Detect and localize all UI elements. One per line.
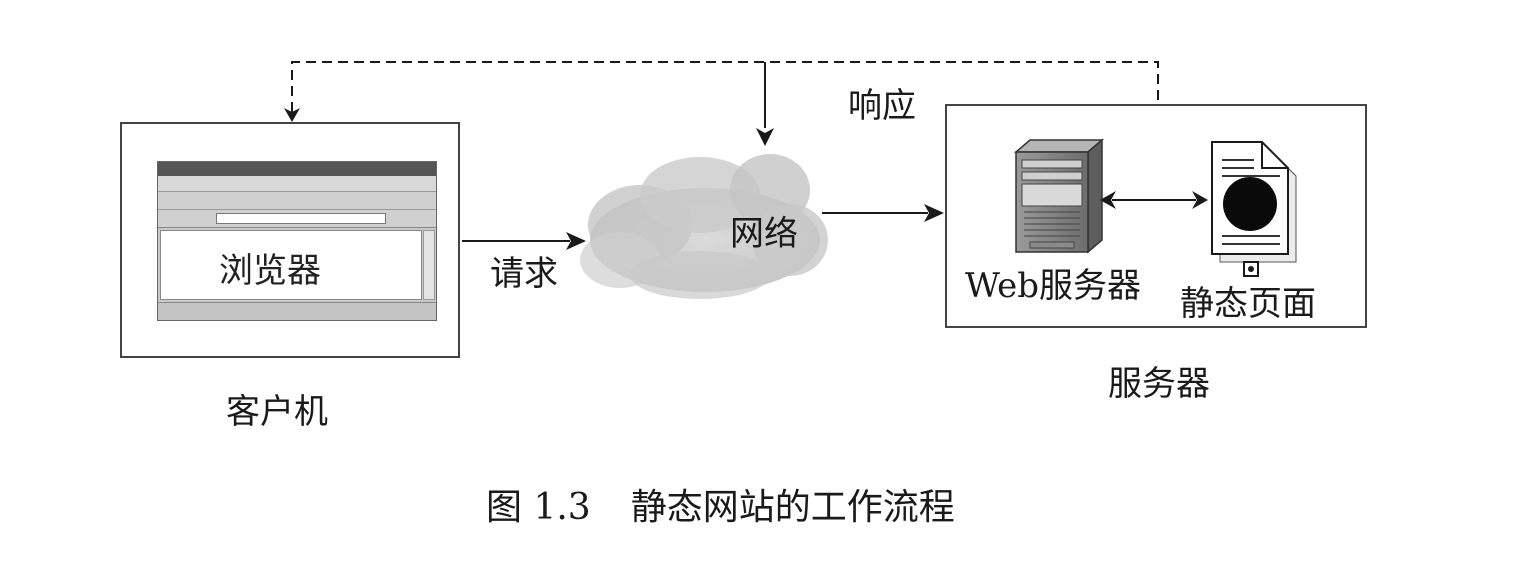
browser-label: 浏览器 xyxy=(219,251,321,291)
server-label: 服务器 xyxy=(1108,364,1210,404)
browser-statusbar xyxy=(158,302,436,320)
browser-addressbar xyxy=(158,210,436,228)
figure-title: 静态网站的工作流程 xyxy=(630,487,955,528)
request-arrow xyxy=(462,232,586,250)
server-page-double-arrow xyxy=(1100,191,1208,209)
web-server-label: Web服务器 xyxy=(965,266,1142,306)
browser-content-area xyxy=(160,230,422,300)
client-label: 客户机 xyxy=(226,392,328,432)
cloud-icon xyxy=(580,154,828,299)
response-arrow-into-network xyxy=(756,62,774,146)
network-label: 网络 xyxy=(730,214,798,254)
browser-scrollbar xyxy=(423,230,435,300)
browser-toolbar xyxy=(158,192,436,210)
figure-number: 图 1.3 xyxy=(486,487,591,528)
server-tower-icon xyxy=(1013,138,1105,254)
static-page-label: 静态页面 xyxy=(1180,284,1316,324)
network-to-server-arrow xyxy=(822,204,944,222)
response-dashed-line xyxy=(284,61,1159,122)
browser-window-icon xyxy=(157,161,437,321)
figure-caption: 图 1.3 静态网站的工作流程 xyxy=(486,486,955,530)
document-page-icon xyxy=(1211,141,1297,277)
browser-url-field xyxy=(216,213,386,224)
response-label: 响应 xyxy=(848,86,916,126)
browser-titlebar xyxy=(158,162,436,176)
request-label: 请求 xyxy=(490,254,558,294)
browser-menubar xyxy=(158,176,436,192)
